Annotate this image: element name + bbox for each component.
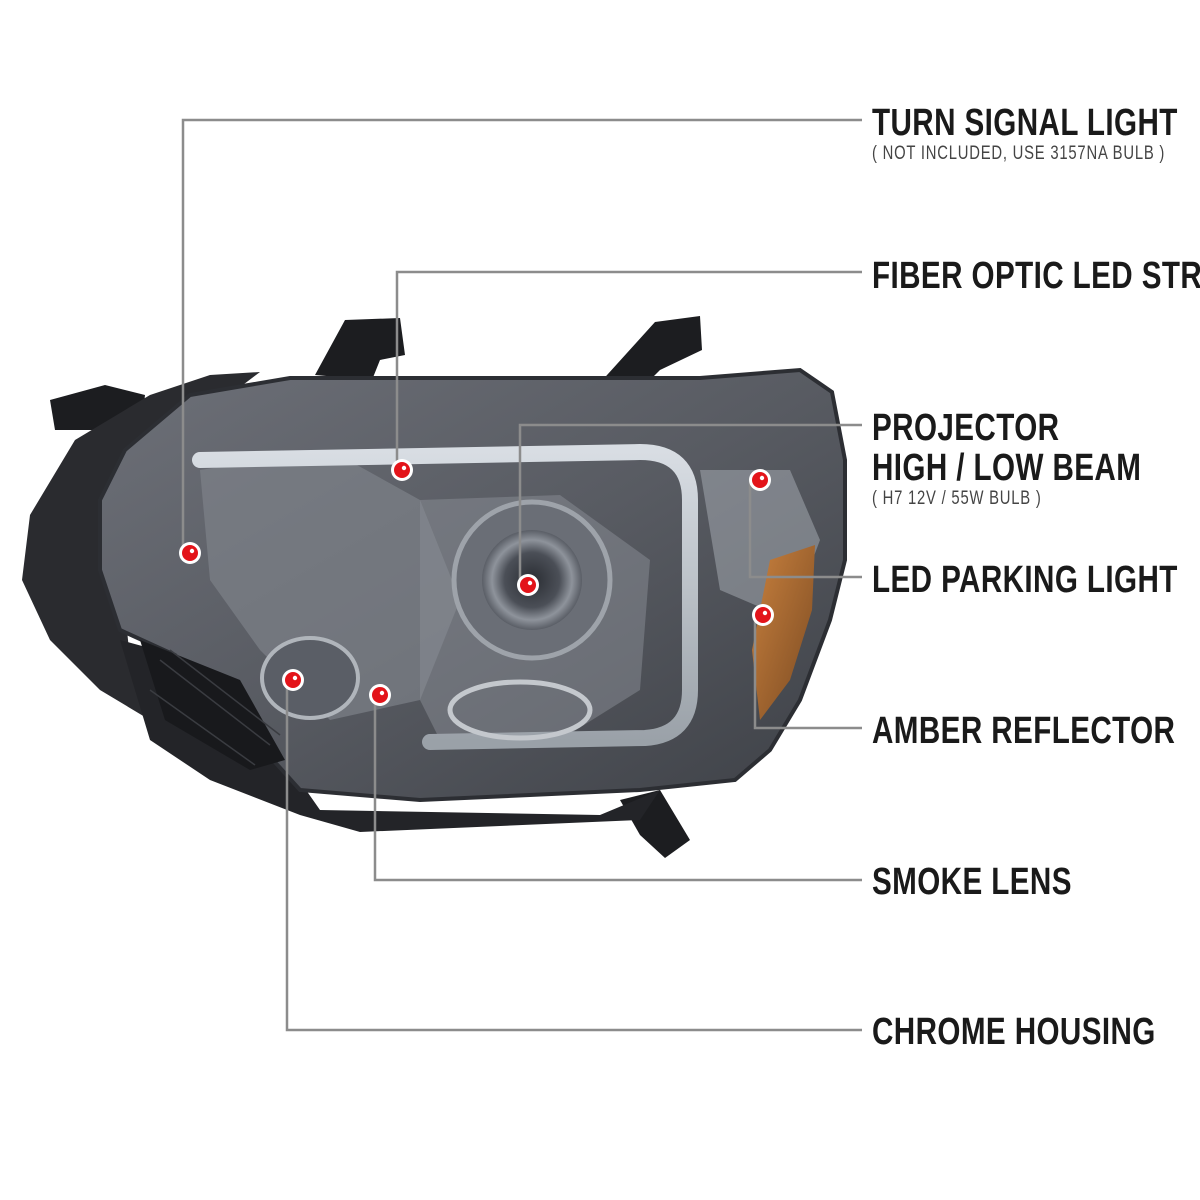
callout-chrome-housing: CHROME HOUSING	[872, 1012, 1156, 1052]
marker-shine-amber	[762, 610, 768, 616]
marker-dot-projector	[520, 577, 536, 593]
marker-dot-turn-signal	[182, 545, 198, 561]
lower-housing	[120, 640, 660, 832]
mount-tab-bottom	[620, 790, 690, 858]
marker-shine-fiber-optic	[401, 465, 407, 471]
callout-leaders	[179, 118, 862, 1032]
amber-reflector-shape	[752, 545, 815, 720]
label-fiber-optic-title: FIBER OPTIC LED STRIP	[872, 255, 1200, 297]
callout-amber-reflector: AMBER REFLECTOR	[872, 711, 1175, 751]
label-turn-signal-title: TURN SIGNAL LIGHT	[872, 102, 1178, 144]
marker-shine-projector	[527, 580, 533, 586]
marker-shine-smoke	[379, 690, 385, 696]
chrome-bowl	[260, 636, 360, 720]
marker-dot-parking	[752, 472, 768, 488]
marker-dot-smoke	[372, 687, 388, 703]
label-amber-title: AMBER REFLECTOR	[872, 710, 1176, 752]
label-projector-note: ( H7 12V / 55W BULB )	[872, 488, 1042, 509]
callout-smoke-lens: SMOKE LENS	[872, 862, 1072, 902]
label-turn-signal-note: ( NOT INCLUDED, USE 3157NA BULB )	[872, 143, 1166, 164]
marker-dot-chrome	[285, 672, 301, 688]
callout-led-parking-light: LED PARKING LIGHT	[872, 560, 1178, 600]
callout-turn-signal-light: TURN SIGNAL LIGHT ( NOT INCLUDED, USE 31…	[872, 103, 1178, 165]
marker-shine-parking	[759, 475, 765, 481]
callout-projector: PROJECTOR HIGH / LOW BEAM ( H7 12V / 55W…	[872, 408, 1141, 510]
label-smoke-title: SMOKE LENS	[872, 861, 1072, 903]
headlight-illustration	[22, 316, 847, 858]
marker-dot-fiber-optic	[394, 462, 410, 478]
label-parking-title: LED PARKING LIGHT	[872, 559, 1178, 601]
marker-dot-amber	[755, 607, 771, 623]
label-projector-title: PROJECTOR	[872, 407, 1060, 449]
mount-tab-top-right	[598, 316, 702, 390]
label-projector-title2: HIGH / LOW BEAM	[872, 447, 1142, 489]
mount-tab-top-left	[315, 318, 405, 380]
marker-shine-chrome	[292, 675, 298, 681]
label-chrome-title: CHROME HOUSING	[872, 1011, 1156, 1053]
rear-housing	[22, 372, 260, 720]
reflector-facets	[200, 450, 460, 720]
marker-shine-turn-signal	[189, 548, 195, 554]
callout-fiber-optic-led-strip: FIBER OPTIC LED STRIP	[872, 256, 1200, 296]
fiber-optic-strip-shape	[192, 443, 698, 750]
